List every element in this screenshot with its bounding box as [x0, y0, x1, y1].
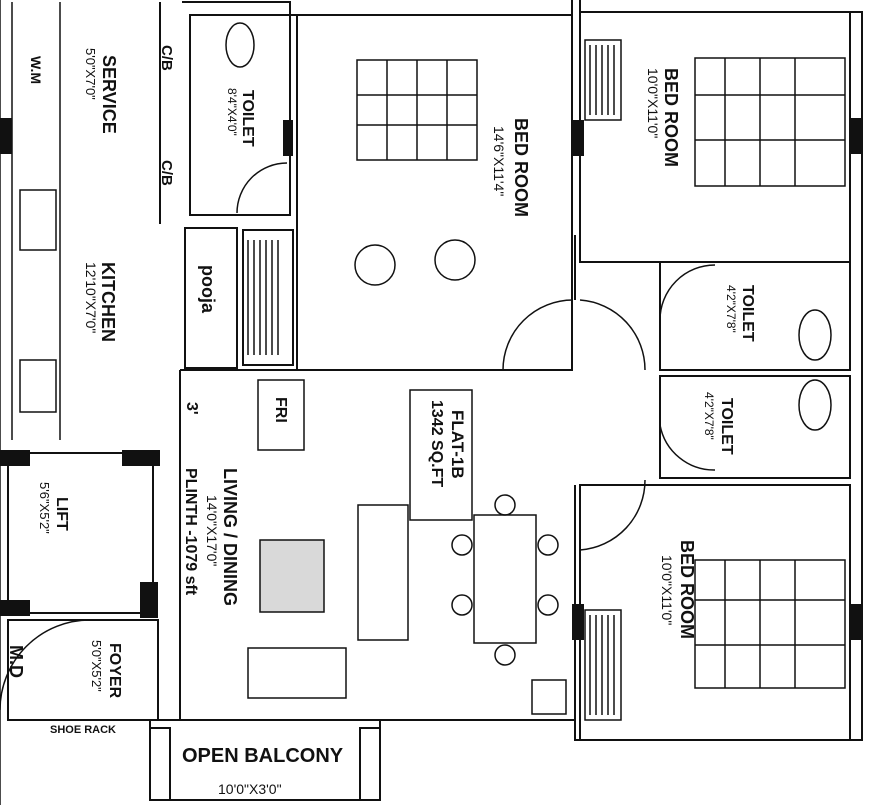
- dimension-note: 3': [183, 402, 200, 415]
- outer-wall: [159, 0, 573, 224]
- pooja-wall: [184, 227, 238, 369]
- bedroom-master-size: 14'6"X11'4": [491, 126, 507, 196]
- bedroom-right-top-size: 10'0"X11'0": [645, 68, 661, 138]
- toilet-b-size: 4'2"X7'8": [702, 392, 716, 440]
- kitchen-label: KITCHEN: [98, 262, 118, 342]
- toilet-top-wall: [189, 14, 291, 216]
- bedroom-right-top-label: BED ROOM: [661, 68, 681, 167]
- service-label: SERVICE: [99, 55, 119, 134]
- outer-wall-right: [574, 0, 863, 741]
- left-wall: [0, 0, 61, 805]
- cb-bottom-label: C/B: [158, 160, 175, 186]
- sofa: [357, 504, 409, 641]
- cb-top-label: C/B: [158, 45, 175, 71]
- foyer-label: FOYER: [106, 643, 123, 699]
- balcony-label: OPEN BALCONY: [182, 745, 344, 767]
- living-size: 14'0"X17'0": [204, 495, 220, 566]
- bed-right-top: [694, 57, 846, 187]
- pooja-label: pooja: [198, 265, 218, 314]
- pooja-cupboard: [242, 229, 294, 366]
- fri-label: FRI: [272, 397, 289, 423]
- balcony-size: 10'0"X3'0": [218, 781, 282, 797]
- service-size: 5'0"X7'0": [83, 48, 98, 100]
- wm-label: W.M: [28, 56, 44, 84]
- plinth-label: PLINTH -1079 sft: [182, 468, 199, 596]
- foyer-size: 5'0"X5'2": [89, 640, 104, 692]
- bed-right-bottom: [694, 559, 846, 689]
- toilet-a-label: TOILET: [739, 285, 756, 342]
- lift-size: 5'6"X5'2": [37, 482, 52, 534]
- lift-label: LIFT: [53, 497, 70, 531]
- bedroom-right-bottom-size: 10'0"X11'0": [659, 555, 675, 625]
- toilet-top-size: 8'4"X4'0": [225, 88, 239, 136]
- bedroom-right-bottom-label: BED ROOM: [677, 540, 697, 639]
- foyer-wall: [7, 619, 159, 721]
- lift-shaft: [7, 452, 154, 614]
- md-label: M.D: [6, 645, 26, 678]
- dining-table: [473, 514, 537, 644]
- rug: [259, 539, 325, 613]
- flat-label: FLAT-1B: [448, 410, 467, 479]
- toilet-top-label: TOILET: [239, 90, 256, 147]
- living-label: LIVING / DINING: [220, 468, 240, 606]
- toilet-b-label: TOILET: [718, 398, 735, 455]
- kitchen-size: 12'10"X7'0": [83, 262, 99, 333]
- shoe-rack-label: SHOE RACK: [50, 724, 116, 736]
- bedroom-master-label: BED ROOM: [511, 118, 531, 217]
- sofa-small: [247, 647, 347, 699]
- toilet-a-size: 4'2"X7'8": [724, 285, 738, 333]
- flat-area: 1342 SQ.FT: [428, 400, 445, 487]
